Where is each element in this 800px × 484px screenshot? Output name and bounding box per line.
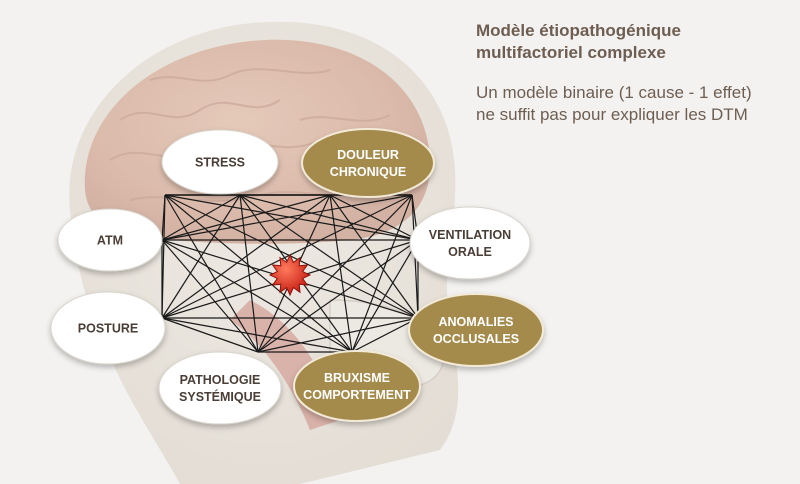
diagram-subtitle: Un modèle binaire (1 cause - 1 effet) ne… xyxy=(476,82,796,126)
connection-line xyxy=(329,194,419,241)
node-label: SYSTÉMIQUE xyxy=(179,389,261,404)
node-label: ORALE xyxy=(448,245,492,259)
node-label: COMPORTEMENT xyxy=(303,388,411,402)
connection-line xyxy=(161,194,331,241)
node-label: ANOMALIES xyxy=(439,315,514,329)
node-ellipse xyxy=(301,128,435,198)
connection-line xyxy=(161,239,353,353)
node-label: POSTURE xyxy=(78,322,138,336)
node-ellipse xyxy=(161,129,279,195)
node-ellipse xyxy=(409,206,531,280)
connection-line xyxy=(161,239,259,353)
title-line-2: multifactoriel complexe xyxy=(476,43,666,62)
node-ellipse xyxy=(293,350,421,422)
node-label: CHRONIQUE xyxy=(330,165,406,179)
connection-line xyxy=(164,194,353,353)
connection-line xyxy=(164,194,259,353)
connection-line xyxy=(239,194,419,319)
node-ellipse xyxy=(158,351,282,425)
connection-line xyxy=(257,239,419,353)
diagram-title: Modèle étiopathogénique multifactoriel c… xyxy=(476,20,796,64)
title-line-1: Modèle étiopathogénique xyxy=(476,21,681,40)
connection-line xyxy=(164,194,419,319)
connection-line xyxy=(161,194,241,319)
node-posture: POSTURE xyxy=(50,291,166,365)
node-anomalies: ANOMALIES OCCLUSALES xyxy=(408,293,544,367)
subtitle-line-1: Un modèle binaire (1 cause - 1 effet) xyxy=(476,83,752,102)
subtitle-line-2: ne suffit pas pour expliquer les DTM xyxy=(476,105,748,124)
node-pathologie: PATHOLOGIE SYSTÉMIQUE xyxy=(158,351,282,425)
node-douleur: DOULEUR CHRONIQUE xyxy=(301,128,435,198)
node-ellipse xyxy=(408,293,544,367)
connection-line xyxy=(161,317,353,353)
brain-folds xyxy=(109,68,391,202)
connection-line xyxy=(351,239,419,353)
node-label: BRUXISME xyxy=(324,371,390,385)
node-bruxisme: BRUXISME COMPORTEMENT xyxy=(293,350,421,422)
connection-network xyxy=(161,194,419,353)
connection-line xyxy=(161,194,413,241)
connection-line xyxy=(161,317,259,353)
node-label: DOULEUR xyxy=(337,148,399,162)
connection-line xyxy=(161,194,413,319)
node-label: OCCLUSALES xyxy=(433,332,519,346)
node-ellipse xyxy=(50,291,166,365)
node-ellipse xyxy=(57,208,163,272)
node-ventilation: VENTILATION ORALE xyxy=(409,206,531,280)
node-label: PATHOLOGIE xyxy=(180,373,261,387)
node-label: VENTILATION xyxy=(429,228,511,242)
node-atm: ATM xyxy=(57,208,163,272)
connection-line xyxy=(257,194,413,353)
connection-line xyxy=(239,194,259,353)
node-label: ATM xyxy=(97,234,123,248)
connection-line xyxy=(329,194,353,353)
center-starburst-icon xyxy=(268,253,312,297)
node-stress: STRESS xyxy=(161,129,279,195)
connection-line xyxy=(161,194,331,319)
connection-line xyxy=(329,194,419,319)
connection-line xyxy=(257,317,419,353)
connection-line xyxy=(351,317,419,353)
node-label: STRESS xyxy=(195,156,245,170)
connection-line xyxy=(161,194,166,241)
connection-line xyxy=(161,194,241,241)
connection-line xyxy=(239,194,419,241)
connection-line xyxy=(351,194,413,353)
factor-nodes: STRESS DOULEUR CHRONIQUE ATM VENTILATION ORAL… xyxy=(50,128,544,425)
